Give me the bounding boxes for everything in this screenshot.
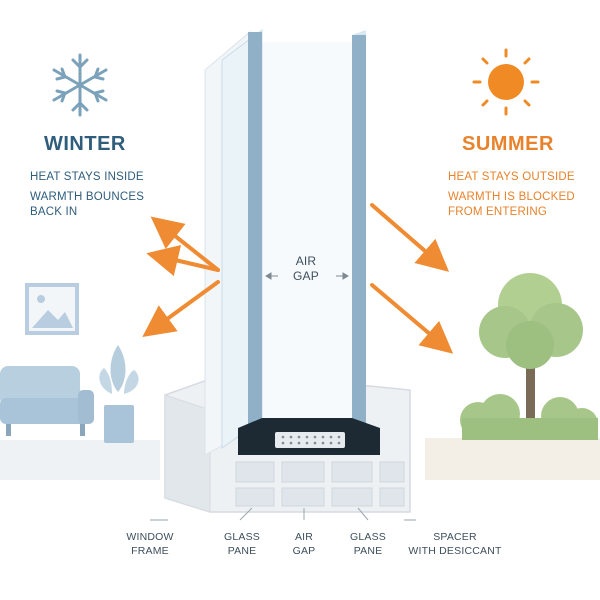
winter-arrow-3 [142, 280, 220, 338]
label-air-gap-line-1: AIR [294, 531, 314, 543]
air-gap-label-line-2: GAP [293, 269, 319, 283]
glass-pane-right [352, 30, 366, 435]
label-glass-pane-right: GLASS PANE [336, 530, 400, 558]
air-gap-label-line-1: AIR [295, 254, 317, 268]
outdoor-ground [425, 438, 600, 480]
framed-picture-icon [25, 283, 79, 335]
summer-line-2b: FROM ENTERING [448, 206, 548, 218]
label-glass-pane-left: GLASS PANE [210, 530, 274, 558]
indoor-floor [0, 440, 160, 480]
winter-title: WINTER [44, 133, 126, 155]
air-gap-region [262, 42, 352, 420]
label-window-frame-line-1: WINDOW [126, 531, 174, 543]
label-glass-pane-left-line-2: PANE [227, 545, 257, 557]
winter-arrow-2 [146, 244, 220, 277]
label-window-frame-line-2: FRAME [131, 545, 169, 557]
label-glass-pane-left-line-1: GLASS [223, 531, 261, 543]
label-leaders [150, 507, 416, 521]
winter-arrow-1 [150, 216, 220, 272]
snowflake-icon [52, 53, 108, 117]
summer-title: SUMMER [462, 133, 554, 155]
winter-heat-arrows [142, 216, 220, 338]
bush-icon [460, 394, 598, 440]
spacer-with-desiccant [238, 418, 380, 455]
label-air-gap-line-2: GAP [292, 545, 316, 557]
summer-heat-arrows [370, 203, 454, 354]
label-spacer-line-1: SPACER [433, 531, 477, 543]
summer-line-1: HEAT STAYS OUTSIDE [448, 171, 575, 183]
winter-line-1: HEAT STAYS INSIDE [30, 171, 144, 183]
air-gap-pointers [265, 272, 349, 280]
winter-line-2a: WARMTH BOUNCES [30, 191, 145, 203]
winter-line-2b: BACK IN [30, 206, 78, 218]
summer-arrow-2 [370, 283, 454, 354]
tree-icon [479, 273, 583, 430]
label-air-gap: AIR GAP [278, 530, 330, 558]
sofa-icon [0, 366, 94, 436]
label-spacer-line-2: WITH DESICCANT [408, 545, 502, 557]
label-spacer: SPACER WITH DESICCANT [400, 530, 510, 558]
summer-line-2a: WARMTH IS BLOCKED [448, 191, 575, 203]
air-gap-label: AIR GAP [282, 254, 330, 284]
summer-arrow-1 [370, 203, 450, 272]
sun-icon [472, 48, 540, 116]
label-glass-pane-right-line-1: GLASS [349, 531, 387, 543]
potted-plant-icon [99, 345, 139, 443]
label-glass-pane-right-line-2: PANE [353, 545, 383, 557]
label-window-frame: WINDOW FRAME [112, 530, 188, 558]
glass-pane-left [221, 29, 263, 449]
